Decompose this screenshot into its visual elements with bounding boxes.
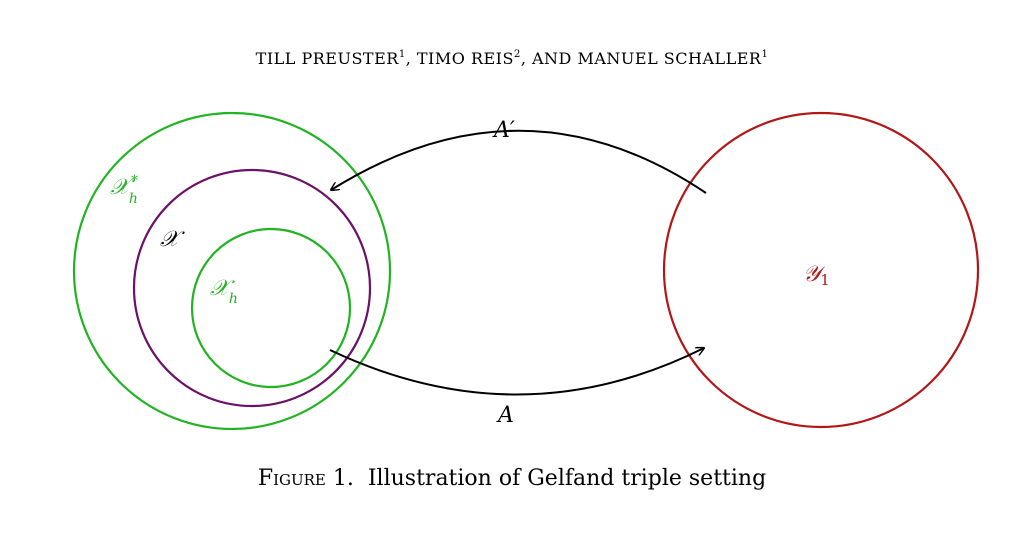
- x-circle: [132, 168, 372, 408]
- affiliation-mark-3: 1: [761, 49, 769, 60]
- xh-star-circle: [72, 111, 392, 431]
- a-prime-arrow: [331, 129, 707, 194]
- author-3: MANUEL SCHALLER: [577, 49, 762, 68]
- label-y1: 𝒴1: [803, 262, 830, 289]
- affiliation-mark-1: 1: [398, 49, 406, 60]
- author-1: TILL PREUSTER: [255, 49, 399, 68]
- label-xh-star: 𝒳h*: [110, 173, 138, 207]
- figure-label: Figure 1.: [257, 466, 354, 491]
- label-x: 𝒳: [160, 227, 185, 252]
- label-a: A: [496, 403, 514, 428]
- header-comma: ,: [405, 49, 417, 68]
- figure-caption: Figure 1. Illustration of Gelfand triple…: [0, 466, 1024, 491]
- label-a-prime: A′: [492, 118, 515, 143]
- a-arrow: [329, 348, 704, 396]
- figure-caption-text: Illustration of Gelfand triple setting: [367, 466, 767, 491]
- affiliation-mark-2: 2: [513, 49, 521, 60]
- author-2: TIMO REIS: [416, 49, 514, 68]
- xh-circle: [190, 227, 352, 389]
- header-and: , AND: [520, 49, 578, 68]
- running-header: TILL PREUSTER1, TIMO REIS2, AND MANUEL S…: [0, 49, 1024, 68]
- y1-circle: [662, 111, 980, 429]
- label-xh: 𝒳h: [210, 276, 238, 307]
